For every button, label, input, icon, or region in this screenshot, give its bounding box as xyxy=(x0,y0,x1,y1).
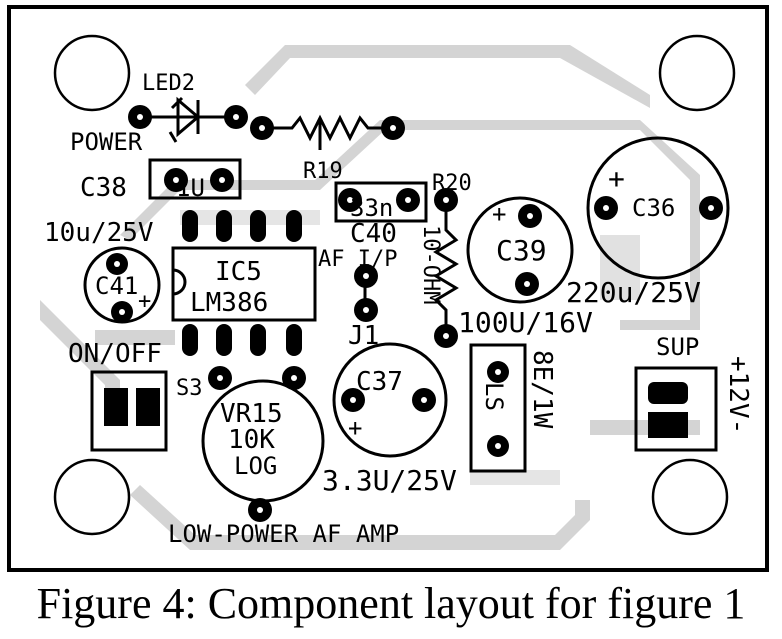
c37-plus: + xyxy=(348,414,362,442)
c41-value: 10u/25V xyxy=(44,218,154,248)
ic5-part: LM386 xyxy=(190,288,268,318)
c41-plus: + xyxy=(138,289,151,314)
board-title: LOW-POWER AF AMP xyxy=(168,520,399,548)
j1-label: J1 xyxy=(348,321,379,351)
c41-label: C41 xyxy=(95,272,138,300)
c37-label: C37 xyxy=(356,367,403,397)
c38-label: C38 xyxy=(80,173,127,203)
c39-label: C39 xyxy=(496,234,547,267)
c40-label: C40 xyxy=(350,219,397,249)
mounting-hole xyxy=(53,458,131,536)
c37-value: 3.3U/25V xyxy=(322,464,457,497)
vr15-value: 10K xyxy=(228,425,275,455)
mounting-hole xyxy=(658,34,736,112)
led2-label: LED2 xyxy=(142,71,195,96)
vr15-label: VR15 xyxy=(220,399,283,429)
c39-value: 100U/16V xyxy=(458,306,593,339)
ic-pin xyxy=(216,324,232,356)
ic-pin xyxy=(216,210,232,242)
c40-value: 33n xyxy=(350,194,393,222)
r20-label: R20 xyxy=(432,171,472,196)
mounting-hole xyxy=(53,34,131,112)
copper-traces xyxy=(40,45,700,550)
r20-value: 10-OHM xyxy=(418,225,443,304)
pad-holes xyxy=(114,114,714,513)
ic5-label: IC5 xyxy=(215,257,262,287)
pad xyxy=(648,412,688,438)
vr15-taper: LOG xyxy=(234,452,277,480)
ls-value: 8E/1W xyxy=(527,350,557,429)
pad xyxy=(104,388,128,426)
c36-value: 220u/25V xyxy=(566,276,701,309)
c39-plus: + xyxy=(492,200,506,228)
ic-pin xyxy=(286,210,302,242)
c36-label: C36 xyxy=(632,194,675,222)
power-label: POWER xyxy=(70,128,143,156)
ic-pin xyxy=(182,324,198,356)
supply-value: +12V- xyxy=(723,356,753,434)
figure-caption: Figure 4: Component layout for figure 1 xyxy=(36,579,746,628)
component-pads xyxy=(104,105,723,522)
ic-pin xyxy=(250,324,266,356)
on-off-label: ON/OFF xyxy=(68,339,162,369)
af-ip-label: AF I/P xyxy=(318,247,397,272)
ls-label: LS xyxy=(480,382,508,411)
pad xyxy=(136,388,160,426)
r19-label: R19 xyxy=(303,159,343,184)
ic-pin xyxy=(182,210,198,242)
ic-pin xyxy=(250,210,266,242)
mounting-holes xyxy=(53,34,736,536)
ic-pin xyxy=(286,324,302,356)
pad xyxy=(648,382,688,404)
sup-label: SUP xyxy=(656,333,699,361)
mounting-hole xyxy=(651,458,729,536)
s3-label: S3 xyxy=(176,376,203,401)
c38-value: 1U xyxy=(176,174,205,202)
c36-plus: + xyxy=(608,162,625,195)
